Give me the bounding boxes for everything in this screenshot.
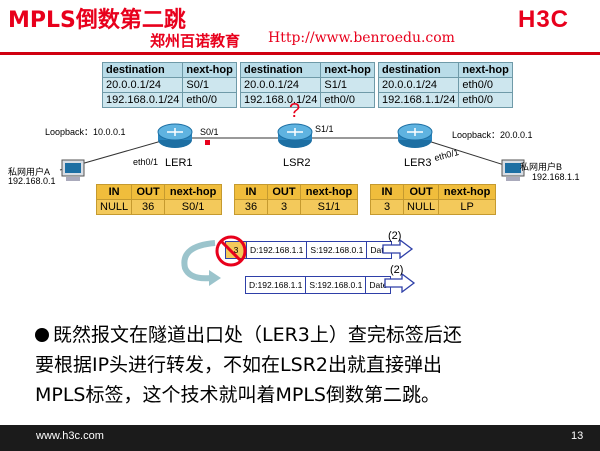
watermark-url: Http://www.benroedu.com (268, 30, 455, 46)
table-cell: S1/1 (300, 199, 358, 215)
page-number: 13 (571, 430, 584, 442)
labeled-packet: 3 D:192.168.1.1 S:192.168.0.1 Date (225, 241, 393, 259)
table-cell: 192.168.1.1/24 (377, 92, 460, 108)
user-label: 私网用户B (520, 162, 563, 172)
table-header: next-hop (320, 62, 375, 78)
pc-icon (61, 159, 85, 181)
step-label: (2) (390, 264, 404, 276)
interface-label: S0/1 (200, 127, 219, 137)
table-cell: 20.0.0.1/24 (239, 77, 322, 93)
arrow-right-icon (384, 273, 416, 293)
interface-label: S1/1 (315, 124, 334, 134)
table-header: destination (377, 62, 460, 78)
loopback-label: Loopback：10.0.0.1 (45, 127, 126, 137)
marker-dot (205, 140, 210, 145)
h3c-logo: H3C (518, 6, 570, 33)
interface-label: eth0/1 (133, 157, 159, 167)
table-cell: eth0/0 (182, 92, 237, 108)
pc-icon (501, 159, 525, 181)
table-header: IN (234, 184, 268, 200)
user-ip: 192.168.1.1 (532, 172, 580, 182)
unlabeled-packet: D:192.168.1.1 S:192.168.0.1 Date (245, 276, 392, 294)
packet-data: Date (369, 280, 388, 290)
table-header: OUT (267, 184, 301, 200)
loopback-label: Loopback：20.0.0.1 (452, 130, 533, 140)
table-cell: eth0/0 (458, 77, 513, 93)
body-line: 要根据IP头进行转发，不如在LSR2出就直接弹出 (35, 354, 442, 376)
table-header: next-hop (182, 62, 237, 78)
packet-dst: D:192.168.1.1 (246, 277, 307, 293)
watermark-text: 郑州百诺教育 (150, 32, 241, 50)
footer-bar (0, 425, 600, 451)
table-header: destination (239, 62, 322, 78)
node-label-lsr2: LSR2 (283, 157, 311, 169)
table-cell: S0/1 (164, 199, 223, 215)
step-label: (2) (388, 230, 402, 242)
question-mark: ? (289, 100, 301, 122)
table-cell: S0/1 (182, 77, 237, 93)
table-cell: 192.168.0.1/24 (101, 92, 184, 108)
table-cell: 20.0.0.1/24 (101, 77, 184, 93)
page-title: MPLS倒数第二跳 (8, 8, 186, 33)
table-header: IN (95, 184, 133, 200)
router-icon (277, 123, 313, 148)
node-label-ler1: LER1 (165, 157, 193, 169)
table-cell: S1/1 (320, 77, 375, 93)
table-cell: eth0/0 (320, 92, 375, 108)
packet-src: S:192.168.0.1 (307, 242, 368, 258)
table-header: next-hop (458, 62, 513, 78)
table-header: next-hop (438, 184, 497, 200)
user-ip: 192.168.0.1 (8, 176, 56, 186)
user-label: 私网用户A (8, 167, 51, 177)
table-cell: LP (438, 199, 497, 215)
table-cell: eth0/0 (458, 92, 513, 108)
table-cell: NULL (95, 199, 133, 215)
body-text: 既然报文在隧道出口处（LER3上）查完标签后还 要根据IP头进行转发，不如在LS… (35, 320, 595, 410)
table-header: next-hop (300, 184, 358, 200)
packet-label-field: 3 (226, 242, 247, 258)
table-header: OUT (402, 184, 440, 200)
footer-url: www.h3c.com (36, 430, 104, 442)
table-cell: 36 (131, 199, 166, 215)
node-label-ler3: LER3 (404, 157, 432, 169)
router-icon (397, 123, 433, 148)
table-cell: 192.168.0.1/24 (239, 92, 322, 108)
topology-diagram (59, 123, 525, 181)
table-cell: 3 (370, 199, 404, 215)
table-cell: 3 (267, 199, 301, 215)
body-line: MPLS标签，这个技术就叫着MPLS倒数第二跳。 (35, 384, 440, 406)
body-line: 既然报文在隧道出口处（LER3上）查完标签后还 (53, 324, 462, 346)
table-header: IN (370, 184, 404, 200)
table-cell: NULL (402, 199, 440, 215)
packet-dst: D:192.168.1.1 (247, 242, 308, 258)
curved-arrow-icon (181, 240, 221, 286)
packet-src: S:192.168.0.1 (306, 277, 367, 293)
router-icon (157, 123, 193, 148)
table-header: OUT (131, 184, 166, 200)
table-header: next-hop (164, 184, 223, 200)
table-header: destination (101, 62, 184, 78)
packet-data: Date (370, 245, 389, 255)
table-cell: 20.0.0.1/24 (377, 77, 460, 93)
prohibited-icon (215, 235, 247, 267)
arrow-right-icon (382, 239, 414, 259)
title-divider (0, 52, 600, 55)
bullet-icon (35, 328, 49, 342)
table-cell: 36 (234, 199, 268, 215)
